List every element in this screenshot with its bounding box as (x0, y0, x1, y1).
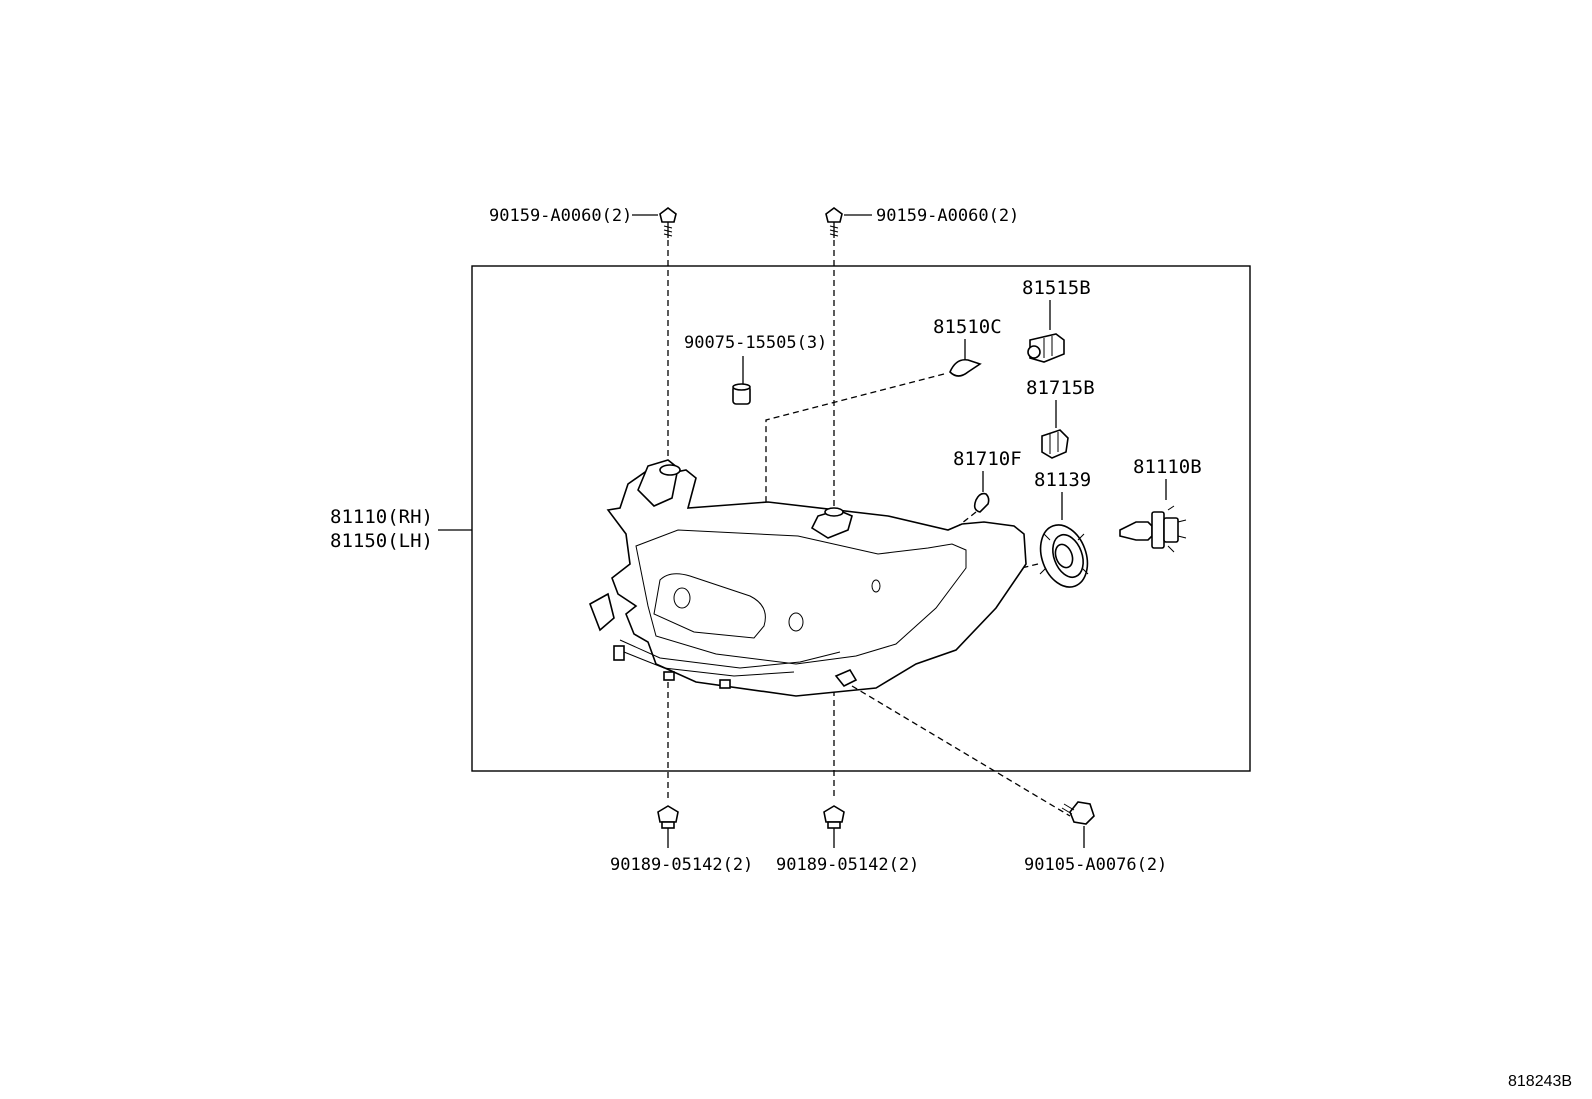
label-assembly-lh: 81150(LH) (330, 530, 433, 552)
bulb-81710f[interactable] (973, 492, 990, 513)
bulb-81110b[interactable] (1119, 505, 1187, 553)
label-bolt-bottom-right: 90105-A0076(2) (1024, 855, 1167, 875)
screw-top-left[interactable] (659, 207, 677, 238)
bulb-81510c[interactable] (949, 358, 982, 377)
screw-top-right[interactable] (825, 207, 843, 238)
label-screw-top-right: 90159-A0060(2) (876, 206, 1019, 226)
label-81710f: 81710F (953, 448, 1022, 470)
socket-81515b[interactable] (1027, 333, 1065, 363)
bolt-bottom-right[interactable] (1061, 801, 1095, 825)
assembly-frame (471, 265, 1251, 772)
socket-81715b[interactable] (1041, 429, 1069, 459)
label-nut-bottom-mid: 90189-05142(2) (776, 855, 919, 875)
label-spacer: 90075-15505(3) (684, 333, 827, 353)
label-81139: 81139 (1034, 469, 1091, 491)
label-81110b: 81110B (1133, 456, 1202, 478)
label-screw-top-left: 90159-A0060(2) (489, 206, 632, 226)
label-81715b: 81715B (1026, 377, 1095, 399)
nut-bottom-mid[interactable] (823, 805, 845, 829)
nut-bottom-left[interactable] (657, 805, 679, 829)
label-81515b: 81515B (1022, 277, 1091, 299)
headlamp-housing[interactable] (589, 459, 1027, 697)
diagram-id: 818243B (1508, 1073, 1572, 1090)
label-nut-bottom-left: 90189-05142(2) (610, 855, 753, 875)
spacer-part[interactable] (732, 383, 751, 405)
label-assembly-rh: 81110(RH) (330, 506, 433, 528)
cover-81139[interactable] (1032, 518, 1095, 593)
label-81510c: 81510C (933, 316, 1002, 338)
